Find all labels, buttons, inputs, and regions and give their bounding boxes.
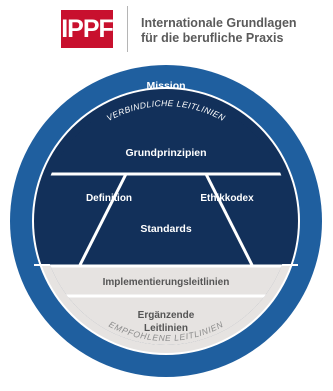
definition-divider	[78, 173, 128, 266]
mission-label: Mission	[146, 80, 185, 92]
ippf-logo: IPPF	[61, 10, 114, 48]
standards-label: Standards	[140, 223, 192, 235]
implementation-guidance-label: Implementierungsleitlinien	[103, 277, 230, 288]
supplemental-guidance-label-line-2: Leitlinien	[144, 323, 188, 334]
header-divider	[127, 6, 128, 52]
header: IPPF Internationale Grundlagen für die b…	[0, 0, 333, 62]
core-principles-label: Grundprinzipien	[125, 147, 206, 159]
code-of-ethics-label: Ethikkodex	[200, 193, 254, 204]
ethics-divider	[204, 173, 254, 266]
header-title-line-1: Internationale Grundlagen	[141, 16, 297, 30]
definition-label: Definition	[86, 193, 132, 204]
supplemental-guidance-label-line-1: Ergänzende	[138, 310, 195, 321]
header-title-line-2: für die berufliche Praxis	[141, 31, 284, 45]
